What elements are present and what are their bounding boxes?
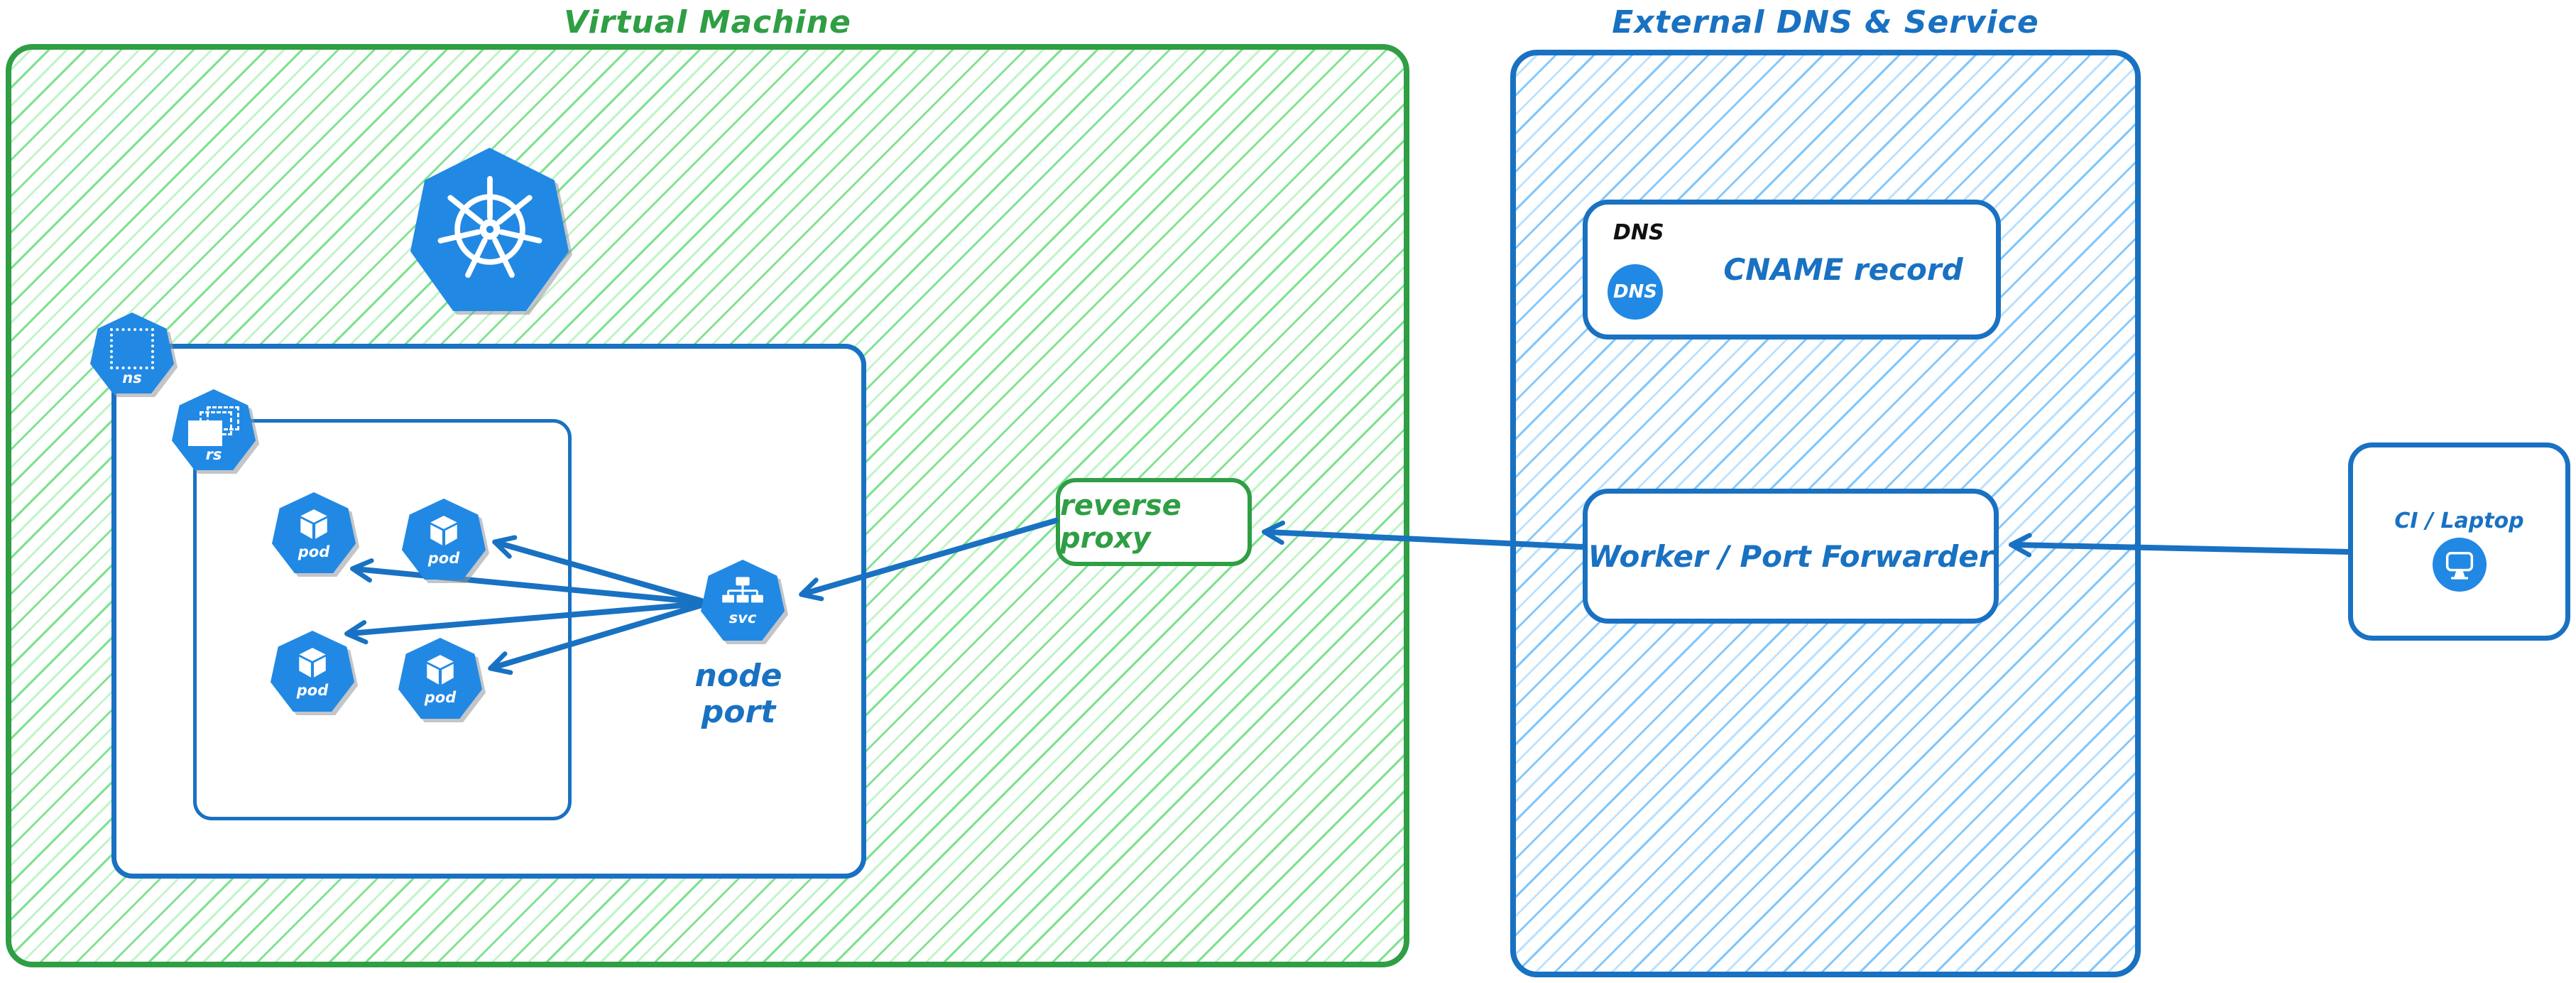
pod-icon-1: pod: [272, 492, 356, 573]
replicaset-label: rs: [205, 445, 222, 463]
cube-glyph: [300, 509, 327, 539]
external-dns-title: External DNS & Service: [1612, 4, 2039, 40]
pod-label: pod: [424, 688, 457, 706]
cube-glyph: [430, 515, 457, 545]
replicaset-icon: rs: [172, 389, 256, 470]
ci-laptop-node: CI / Laptop: [2348, 442, 2570, 641]
pod-icon-2: pod: [402, 499, 486, 580]
dns-icon-label: DNS: [1612, 281, 1658, 303]
namespace-icon: ns: [90, 313, 174, 393]
stacked-rects-glyph: [188, 406, 239, 446]
cname-record-label: CNAME record: [1723, 252, 1963, 287]
tree-glyph: [722, 576, 763, 602]
monitor-icon: [2432, 538, 2487, 592]
ship-wheel-icon: [437, 175, 542, 278]
dotted-square-glyph: [110, 327, 154, 369]
arrow-ci-to-worker: [2009, 533, 2351, 558]
namespace-label: ns: [122, 369, 142, 386]
node-port-label: node port: [694, 658, 782, 730]
reverse-proxy-node: reverse proxy: [1056, 478, 1252, 566]
pod-label: pod: [296, 681, 329, 699]
reverse-proxy-label: reverse proxy: [1060, 489, 1181, 555]
pod-label: pod: [427, 549, 460, 567]
dns-icon: DNS: [1608, 264, 1663, 320]
arrow-svc-to-pod-3: [344, 601, 704, 645]
virtual-machine-title: Virtual Machine: [564, 4, 851, 40]
pod-label: pod: [298, 543, 330, 560]
arrow-proxy-to-svc: [799, 518, 1059, 602]
arrow-svc-to-pod-1: [350, 558, 704, 605]
cube-glyph: [299, 647, 326, 678]
arrow-worker-to-proxy: [1262, 520, 1586, 550]
worker-label: Worker / Port Forwarder: [1588, 538, 1994, 574]
pod-icon-4: pod: [398, 638, 482, 719]
service-label: svc: [728, 609, 757, 626]
arrow-svc-to-pod-4: [488, 602, 704, 675]
cube-glyph: [427, 654, 454, 685]
ci-laptop-label: CI / Laptop: [2394, 509, 2524, 533]
pod-icon-3: pod: [271, 631, 354, 712]
service-icon: svc: [701, 560, 785, 641]
kubernetes-logo: [410, 148, 569, 311]
arrow-svc-to-pod-2: [492, 535, 704, 604]
dns-tag-label: DNS: [1613, 220, 1664, 245]
dns-cname-card: DNS DNS CNAME record: [1583, 200, 2001, 340]
worker-port-forwarder-node: Worker / Port Forwarder: [1583, 489, 1999, 624]
